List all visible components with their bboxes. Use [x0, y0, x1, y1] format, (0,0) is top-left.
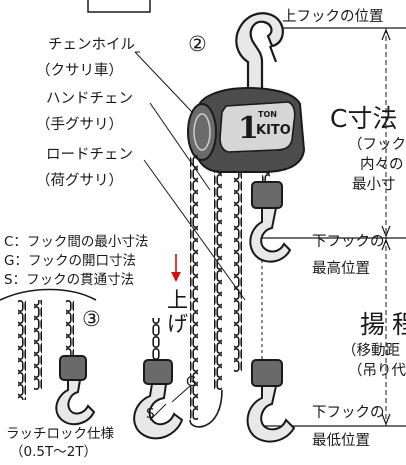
badge-brand: KITO [256, 123, 291, 138]
lift-label-1: 揚 [360, 310, 386, 339]
hook-gs-illustration [133, 318, 191, 440]
c-dimension-label: C寸法 [330, 104, 398, 133]
callout-3: ③ [82, 307, 101, 331]
g-mark: G [186, 374, 197, 390]
c-note-2: 内々の [360, 157, 404, 173]
lower-hook-lowest [246, 359, 296, 443]
hand-chain-sub-label: （手グサリ） [36, 117, 123, 133]
lower-hook-high-2: 最高位置 [312, 261, 370, 277]
raise-label: 上 [167, 288, 188, 312]
raise-arrow [171, 254, 181, 282]
latch-lock-illustration [0, 288, 97, 426]
top-hook-position-label: 上フックの位置 [282, 9, 384, 25]
lower-hook-high-1: 下フックの [312, 234, 385, 250]
legend-s: S：フックの貫通寸法 [4, 272, 135, 288]
load-chain-sub-label: （荷グサリ） [36, 173, 123, 189]
callout-2: ② [188, 32, 207, 56]
badge-capacity: 1 [238, 111, 259, 146]
dimension-lines [250, 27, 406, 427]
lower-hook-low-1: 下フックの [312, 405, 385, 421]
top-hook [235, 12, 284, 97]
legend-g: G：フックの開口寸法 [4, 253, 136, 269]
hand-chain-label: ハンドチェン [46, 91, 133, 107]
cropped-label-box [87, 0, 151, 13]
lower-hook-highest [249, 181, 292, 263]
c-note-3: 最小寸 [352, 177, 396, 193]
c-note-1: （フック間 [348, 137, 406, 153]
lift-label-2: 程 [392, 310, 406, 339]
hand-wheel-label: チェンホイル [48, 37, 135, 53]
badge-unit: TON [258, 110, 277, 119]
latch-lock-range: （0.5T〜2T） [10, 444, 98, 460]
lift-note-2: （吊り代 [348, 363, 406, 379]
lower-hook-low-2: 最低位置 [312, 433, 370, 449]
hand-chain [189, 155, 223, 428]
hand-wheel-sub-label: （クサリ車） [36, 63, 123, 79]
s-mark: S [146, 406, 155, 422]
lift-note-1: （移動距 [342, 343, 400, 359]
legend-c: C：フック間の最小寸法 [4, 234, 149, 250]
nameplate: 1 TON KITO [238, 110, 291, 146]
load-chain-label: ロードチェン [46, 147, 133, 163]
raise-label-2: げ [167, 312, 188, 336]
hoist-body [187, 86, 306, 173]
latch-lock-label: ラッチロック仕様 [6, 426, 114, 442]
